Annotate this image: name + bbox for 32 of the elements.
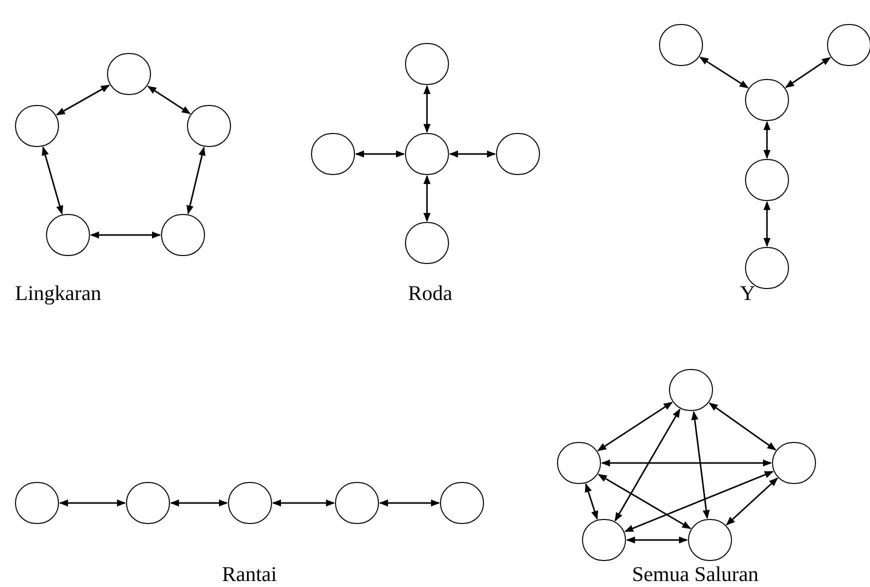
double-arrow bbox=[614, 408, 680, 522]
double-arrow bbox=[763, 121, 771, 159]
double-arrow bbox=[56, 84, 110, 116]
double-arrow bbox=[423, 85, 431, 133]
double-arrow bbox=[186, 146, 206, 214]
double-arrow bbox=[785, 57, 831, 88]
double-arrow bbox=[584, 483, 598, 520]
double-arrow bbox=[42, 146, 64, 215]
double-arrow bbox=[601, 459, 772, 467]
double-arrow bbox=[626, 536, 688, 544]
double-arrow bbox=[147, 86, 191, 114]
double-arrow bbox=[691, 410, 710, 520]
double-arrow bbox=[708, 402, 776, 451]
double-arrow bbox=[624, 470, 774, 532]
topology-caption: Y bbox=[740, 283, 756, 304]
topology-caption: Lingkaran bbox=[15, 283, 102, 304]
double-arrow bbox=[597, 402, 673, 452]
double-arrow bbox=[272, 499, 335, 507]
double-arrow bbox=[379, 499, 440, 507]
double-arrow bbox=[726, 478, 778, 526]
topology-caption: Semua Saluran bbox=[632, 564, 759, 585]
double-arrow bbox=[598, 474, 692, 530]
double-arrow bbox=[90, 231, 161, 239]
double-arrow bbox=[59, 499, 126, 507]
double-arrow bbox=[699, 56, 749, 88]
double-arrow bbox=[355, 150, 405, 158]
double-arrow bbox=[170, 499, 228, 507]
double-arrow bbox=[763, 201, 771, 247]
topology-caption: Roda bbox=[408, 283, 452, 304]
topology-caption: Rantai bbox=[222, 564, 277, 585]
double-arrow bbox=[449, 150, 496, 158]
double-arrow bbox=[423, 175, 431, 222]
